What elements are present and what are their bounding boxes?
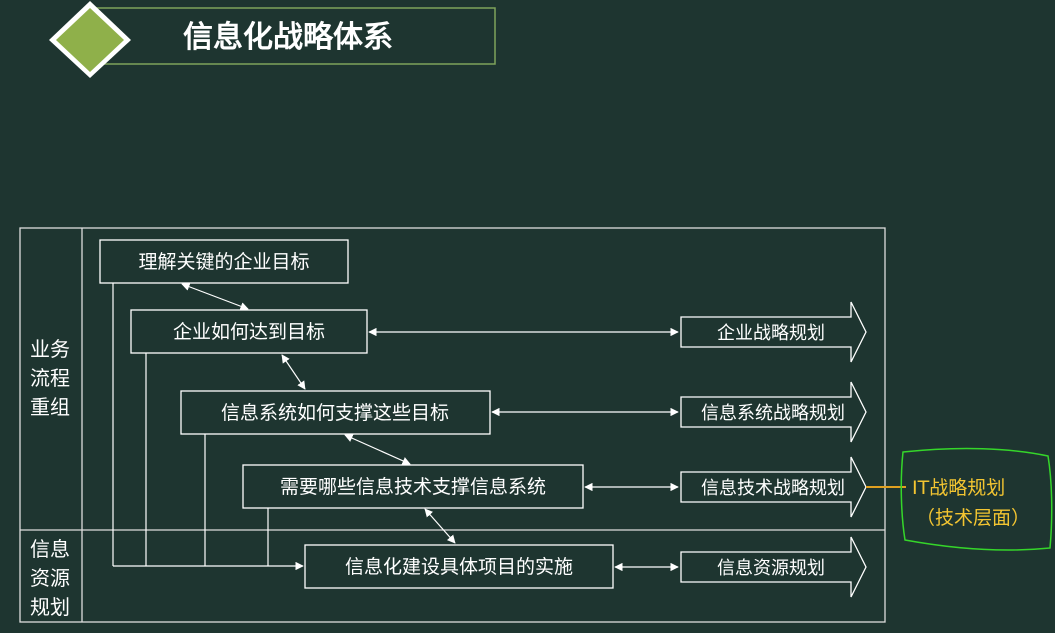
box-goal-label: 理解关键的企业目标 bbox=[138, 251, 309, 273]
plan-it-label: 信息技术战略规划 bbox=[701, 478, 845, 499]
it-note-line1: IT战略规划 bbox=[912, 477, 1005, 499]
plan-is-label: 信息系统战略规划 bbox=[701, 403, 845, 424]
plan-enterprise-label: 企业战略规划 bbox=[717, 323, 825, 344]
plan-resource: 信息资源规划 bbox=[680, 536, 867, 598]
side-label-bpr: 业务 流程 重组 bbox=[30, 337, 70, 419]
block-arrow-icon bbox=[680, 301, 867, 363]
plan-is: 信息系统战略规划 bbox=[680, 381, 867, 443]
side-label-line: 规划 bbox=[30, 595, 70, 619]
side-label-line: 流程 bbox=[30, 366, 70, 390]
side-label-line: 业务 bbox=[30, 337, 70, 361]
it-note-line2: （技术层面） bbox=[916, 507, 1030, 529]
block-arrow-icon bbox=[680, 381, 867, 443]
box-is-support: 信息系统如何支撑这些目标 bbox=[180, 390, 491, 435]
side-label-irp: 信息 资源 规划 bbox=[30, 537, 70, 619]
block-arrow-icon bbox=[680, 536, 867, 598]
box-projects-label: 信息化建设具体项目的实施 bbox=[345, 556, 573, 578]
block-arrow-icon bbox=[680, 456, 867, 518]
box-enterprise: 企业如何达到目标 bbox=[130, 309, 368, 354]
side-label-line: 信息 bbox=[30, 537, 70, 561]
feed-lines bbox=[112, 283, 304, 571]
outer-frame bbox=[19, 227, 886, 623]
box-goal: 理解关键的企业目标 bbox=[99, 239, 349, 284]
page-title: 信息化战略体系 bbox=[183, 20, 393, 55]
box-it-support: 需要哪些信息技术支撑信息系统 bbox=[242, 464, 584, 509]
box-enterprise-label: 企业如何达到目标 bbox=[173, 321, 325, 343]
box-projects: 信息化建设具体项目的实施 bbox=[304, 544, 614, 589]
title-diamond-icon bbox=[56, 8, 124, 72]
plan-resource-label: 信息资源规划 bbox=[717, 558, 825, 579]
side-label-line: 重组 bbox=[30, 395, 70, 419]
box-it-support-label: 需要哪些信息技术支撑信息系统 bbox=[280, 476, 546, 498]
plan-enterprise: 企业战略规划 bbox=[680, 301, 867, 363]
title-header: 信息化战略体系 bbox=[49, 1, 496, 78]
plan-it: 信息技术战略规划 bbox=[680, 456, 867, 518]
horizontal-arrows bbox=[368, 327, 679, 572]
side-label-line: 资源 bbox=[30, 566, 70, 590]
it-highlight-scribble bbox=[900, 447, 1053, 551]
diagonal-arrows bbox=[181, 282, 456, 544]
box-is-support-label: 信息系统如何支撑这些目标 bbox=[221, 402, 449, 424]
